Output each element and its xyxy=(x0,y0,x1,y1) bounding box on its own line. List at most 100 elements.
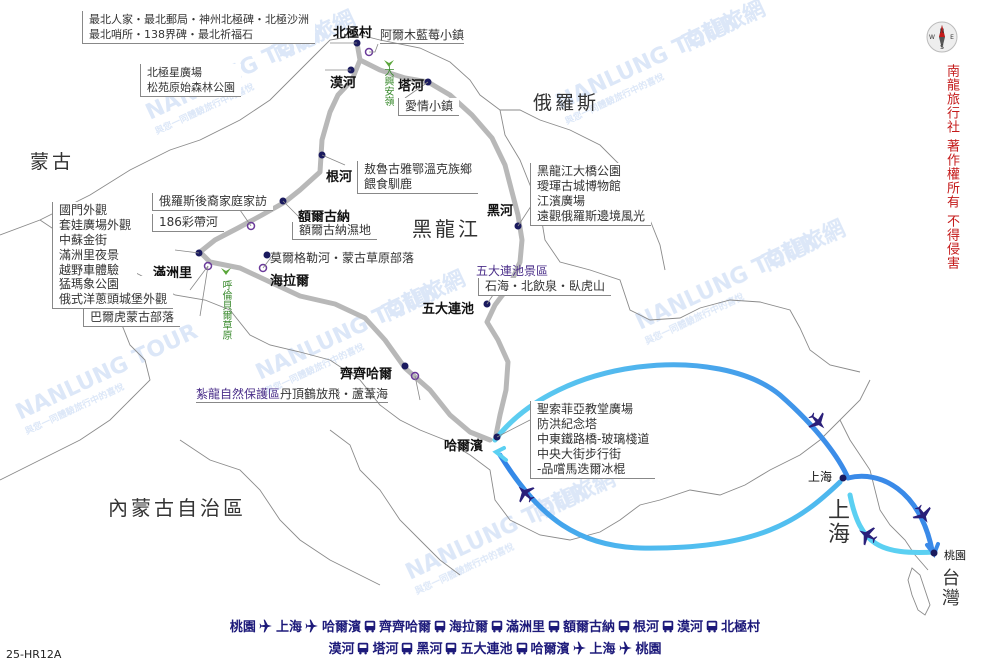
city-hailaer: 海拉爾 xyxy=(270,274,310,289)
info-zhalong-title: 紮龍自然保護區 xyxy=(196,387,281,401)
info-box-wudalianchi: 石海・北飲泉・臥虎山 xyxy=(478,278,612,296)
bus-icon xyxy=(363,620,377,635)
region-taiwan: 台灣 xyxy=(939,568,960,608)
city-dot xyxy=(263,251,271,259)
region-heilongjiang: 黑龍江 xyxy=(412,217,481,241)
itinerary-stop: 桃園 xyxy=(635,642,662,657)
mountain-hulunbuir: 呼倫貝爾草原 xyxy=(220,280,231,340)
info-line: 猛瑪象公園 xyxy=(59,277,120,291)
city-genhe: 根河 xyxy=(326,170,353,185)
city-wudalianchi: 五大連池 xyxy=(422,302,475,317)
itinerary-stop: 根河 xyxy=(633,620,660,635)
bus-icon xyxy=(490,620,504,635)
compass-label: E xyxy=(950,34,954,41)
compass-label: S xyxy=(940,44,944,51)
compass-label: N xyxy=(940,28,945,35)
info-box-manzhouli: 國門外觀 套娃廣場外觀 中蘇金街 滿洲里夜景 越野車體驗 xyxy=(52,202,138,280)
info-line: 江濱廣場 xyxy=(537,194,586,208)
info-mergel: 莫爾格勒河・蒙古草原部落 xyxy=(270,251,415,265)
info-line: 滿洲里夜景 xyxy=(59,248,120,262)
watermark-text: 南龍旅網 xyxy=(758,216,849,277)
info-zhalong: 紮龍自然保護區丹頂鶴放飛・蘆葦海 xyxy=(196,385,389,403)
region-russia: 俄羅斯 xyxy=(533,92,600,114)
itinerary-stop: 額爾古納 xyxy=(563,620,616,635)
info-line: 敖魯古雅鄂溫克族鄉 xyxy=(364,162,473,176)
info-line: -品嚐馬迭爾冰棍 xyxy=(537,462,626,476)
info-box-erguna: 額爾古納濕地 xyxy=(292,222,378,240)
city-erguna: 額爾古納 xyxy=(298,210,351,225)
info-arctic-town: 阿爾木藍莓小鎮 xyxy=(380,28,465,44)
info-line: 中央大街步行街 xyxy=(537,447,622,461)
bus-icon xyxy=(547,620,561,635)
itinerary-stop: 黑河 xyxy=(416,642,443,657)
info-line: 中東鐵路橋-玻璃棧道 xyxy=(537,432,650,446)
city-mohe: 漠河 xyxy=(330,76,357,91)
region-mongolia: 蒙古 xyxy=(30,151,75,173)
city-beijicun: 北極村 xyxy=(333,26,373,41)
info-line: 黑龍江大橋公園 xyxy=(537,164,622,178)
info-line: 餵食馴鹿 xyxy=(364,177,413,191)
city-shanghai: 上海 xyxy=(808,470,833,484)
itinerary-stop: 海拉爾 xyxy=(448,620,488,635)
info-line: 套娃廣場外觀 xyxy=(59,218,132,232)
region-shanghai: 上海 xyxy=(824,498,849,546)
info-line: 最北人家・最北郵局・神州北極碑・北極沙洲 xyxy=(89,13,309,26)
itinerary-stop: 五大連池 xyxy=(460,642,513,657)
plane-icon xyxy=(618,641,634,657)
info-wudalianchi-title: 五大連池景區 xyxy=(476,264,549,278)
bus-icon xyxy=(356,642,370,657)
info-line: 186彩帶河 xyxy=(159,215,218,229)
bus-icon xyxy=(705,620,719,635)
itinerary-stop: 北極村 xyxy=(721,620,761,635)
info-line: 俄羅斯後裔家庭家訪 xyxy=(159,194,268,208)
city-taoyuan: 桃園 xyxy=(944,549,966,562)
itinerary-stop: 漠河 xyxy=(328,642,355,657)
province-borders xyxy=(0,34,931,616)
info-box-beijicun: 最北人家・最北郵局・神州北極碑・北極沙洲 最北哨所・138界碑・最北祈福石 xyxy=(82,11,315,44)
bus-icon xyxy=(515,642,529,657)
region-inner-mongolia: 內蒙古自治區 xyxy=(108,496,246,520)
bus-icon xyxy=(444,642,458,657)
info-line: 巴爾虎蒙古部落 xyxy=(90,310,175,324)
city-harbin: 哈爾濱 xyxy=(444,439,484,454)
info-box-heihe: 黑龍江大橋公園 璦琿古城博物館 江濱廣場 遠觀俄羅斯邊境風光 xyxy=(530,163,652,226)
plane-icon xyxy=(304,619,320,635)
itinerary-stop: 漠河 xyxy=(677,620,704,635)
info-zhalong-detail: 丹頂鶴放飛・蘆葦海 xyxy=(280,387,389,401)
info-box-russian-family: 俄羅斯後裔家庭家訪 xyxy=(152,193,274,211)
info-box-barhu: 巴爾虎蒙古部落 xyxy=(83,309,181,327)
info-box-mohe: 北極星廣場 松苑原始森林公園 xyxy=(140,64,241,97)
info-line: 璦琿古城博物館 xyxy=(537,179,622,193)
info-line: 中蘇金街 xyxy=(59,233,108,247)
city-tahe: 塔河 xyxy=(398,79,425,94)
tour-code: 25-HR12A xyxy=(6,648,62,661)
itinerary-stop: 桃園 xyxy=(229,620,256,635)
info-line: 遠觀俄羅斯邊境風光 xyxy=(537,209,646,223)
itinerary-stop: 上海 xyxy=(589,642,616,657)
city-qiqihar: 齊齊哈爾 xyxy=(340,367,393,382)
itinerary-stop: 哈爾濱 xyxy=(321,620,361,635)
city-dot xyxy=(839,474,847,482)
bus-icon xyxy=(433,620,447,635)
bus-icon xyxy=(661,620,675,635)
info-line: 北極星廣場 xyxy=(147,66,202,79)
city-dot xyxy=(401,362,409,370)
compass-icon: N S E W xyxy=(926,21,958,53)
itinerary-line-1: 桃園上海哈爾濱齊齊哈爾海拉爾滿洲里額爾古納根河漠河北極村 xyxy=(0,616,990,635)
plane-icon xyxy=(572,641,588,657)
itinerary-line-2: 漠河 塔河 黑河 五大連池 哈爾濱 上海 桃園 xyxy=(0,638,990,657)
flight-routes xyxy=(492,362,940,558)
info-line: 俄式洋蔥頭城堡外觀 xyxy=(59,292,168,306)
plane-icon xyxy=(258,619,274,635)
itinerary-stop: 哈爾濱 xyxy=(530,642,570,657)
info-box-manzhouli-2: 猛瑪象公園 俄式洋蔥頭城堡外觀 xyxy=(52,276,174,309)
info-line: 防洪紀念塔 xyxy=(537,417,598,431)
info-line: 額爾古納濕地 xyxy=(299,223,372,237)
info-line: 越野車體驗 xyxy=(59,263,120,277)
city-dot xyxy=(410,371,420,381)
city-dot xyxy=(246,221,256,231)
itinerary-stop: 上海 xyxy=(275,620,302,635)
tree-icon xyxy=(221,60,394,275)
itinerary-stop: 塔河 xyxy=(372,642,399,657)
